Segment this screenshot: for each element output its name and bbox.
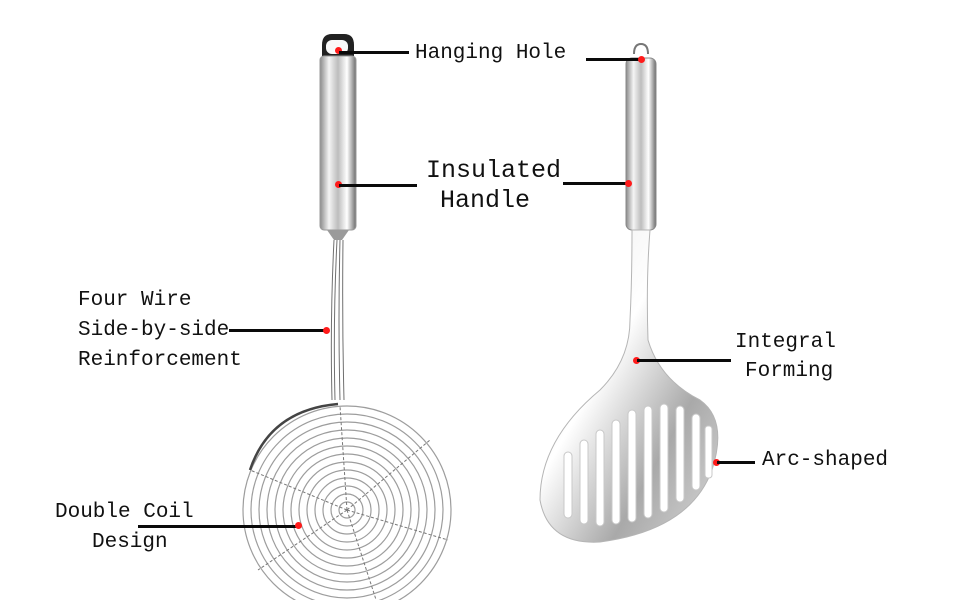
callout-line-four-wire: [229, 329, 327, 332]
callout-dot-hanging-hole-right: [638, 56, 645, 63]
callout-dot-four-wire: [323, 327, 330, 334]
label-four-wire-line3: Reinforcement: [78, 349, 242, 372]
label-four-wire-line1: Four Wire: [78, 289, 192, 312]
label-double-coil-line2: Design: [92, 531, 168, 554]
callout-line-integral-forming: [637, 359, 731, 362]
callout-line-hanging-hole-left: [339, 51, 409, 54]
label-insulated-handle-line2: Handle: [440, 186, 531, 215]
slotted-skimmer: [539, 42, 719, 543]
callout-line-insulated-handle-right: [563, 182, 629, 185]
label-insulated-handle-line1: Insulated: [426, 156, 562, 185]
label-arc-shaped: Arc-shaped: [762, 449, 889, 472]
callout-dot-arc-shaped: [713, 459, 720, 466]
label-four-wire-line2: Side-by-side: [78, 319, 230, 342]
spider-skimmer: [242, 34, 452, 600]
callout-dot-insulated-handle-left: [335, 181, 342, 188]
callout-dot-insulated-handle-right: [625, 180, 632, 187]
callout-line-arc-shaped: [717, 461, 755, 464]
callout-line-double-coil: [138, 525, 300, 528]
callout-line-hanging-hole-right: [586, 58, 642, 61]
label-hanging-hole: Hanging Hole: [415, 42, 567, 65]
callout-line-insulated-handle-left: [339, 184, 417, 187]
label-integral-forming-line2: Forming: [745, 360, 834, 383]
callout-dot-integral-forming: [633, 357, 640, 364]
callout-dot-hanging-hole-left: [335, 47, 342, 54]
label-double-coil-line1: Double Coil: [55, 501, 194, 524]
label-integral-forming-line1: Integral: [735, 331, 836, 354]
callout-dot-double-coil: [295, 522, 302, 529]
